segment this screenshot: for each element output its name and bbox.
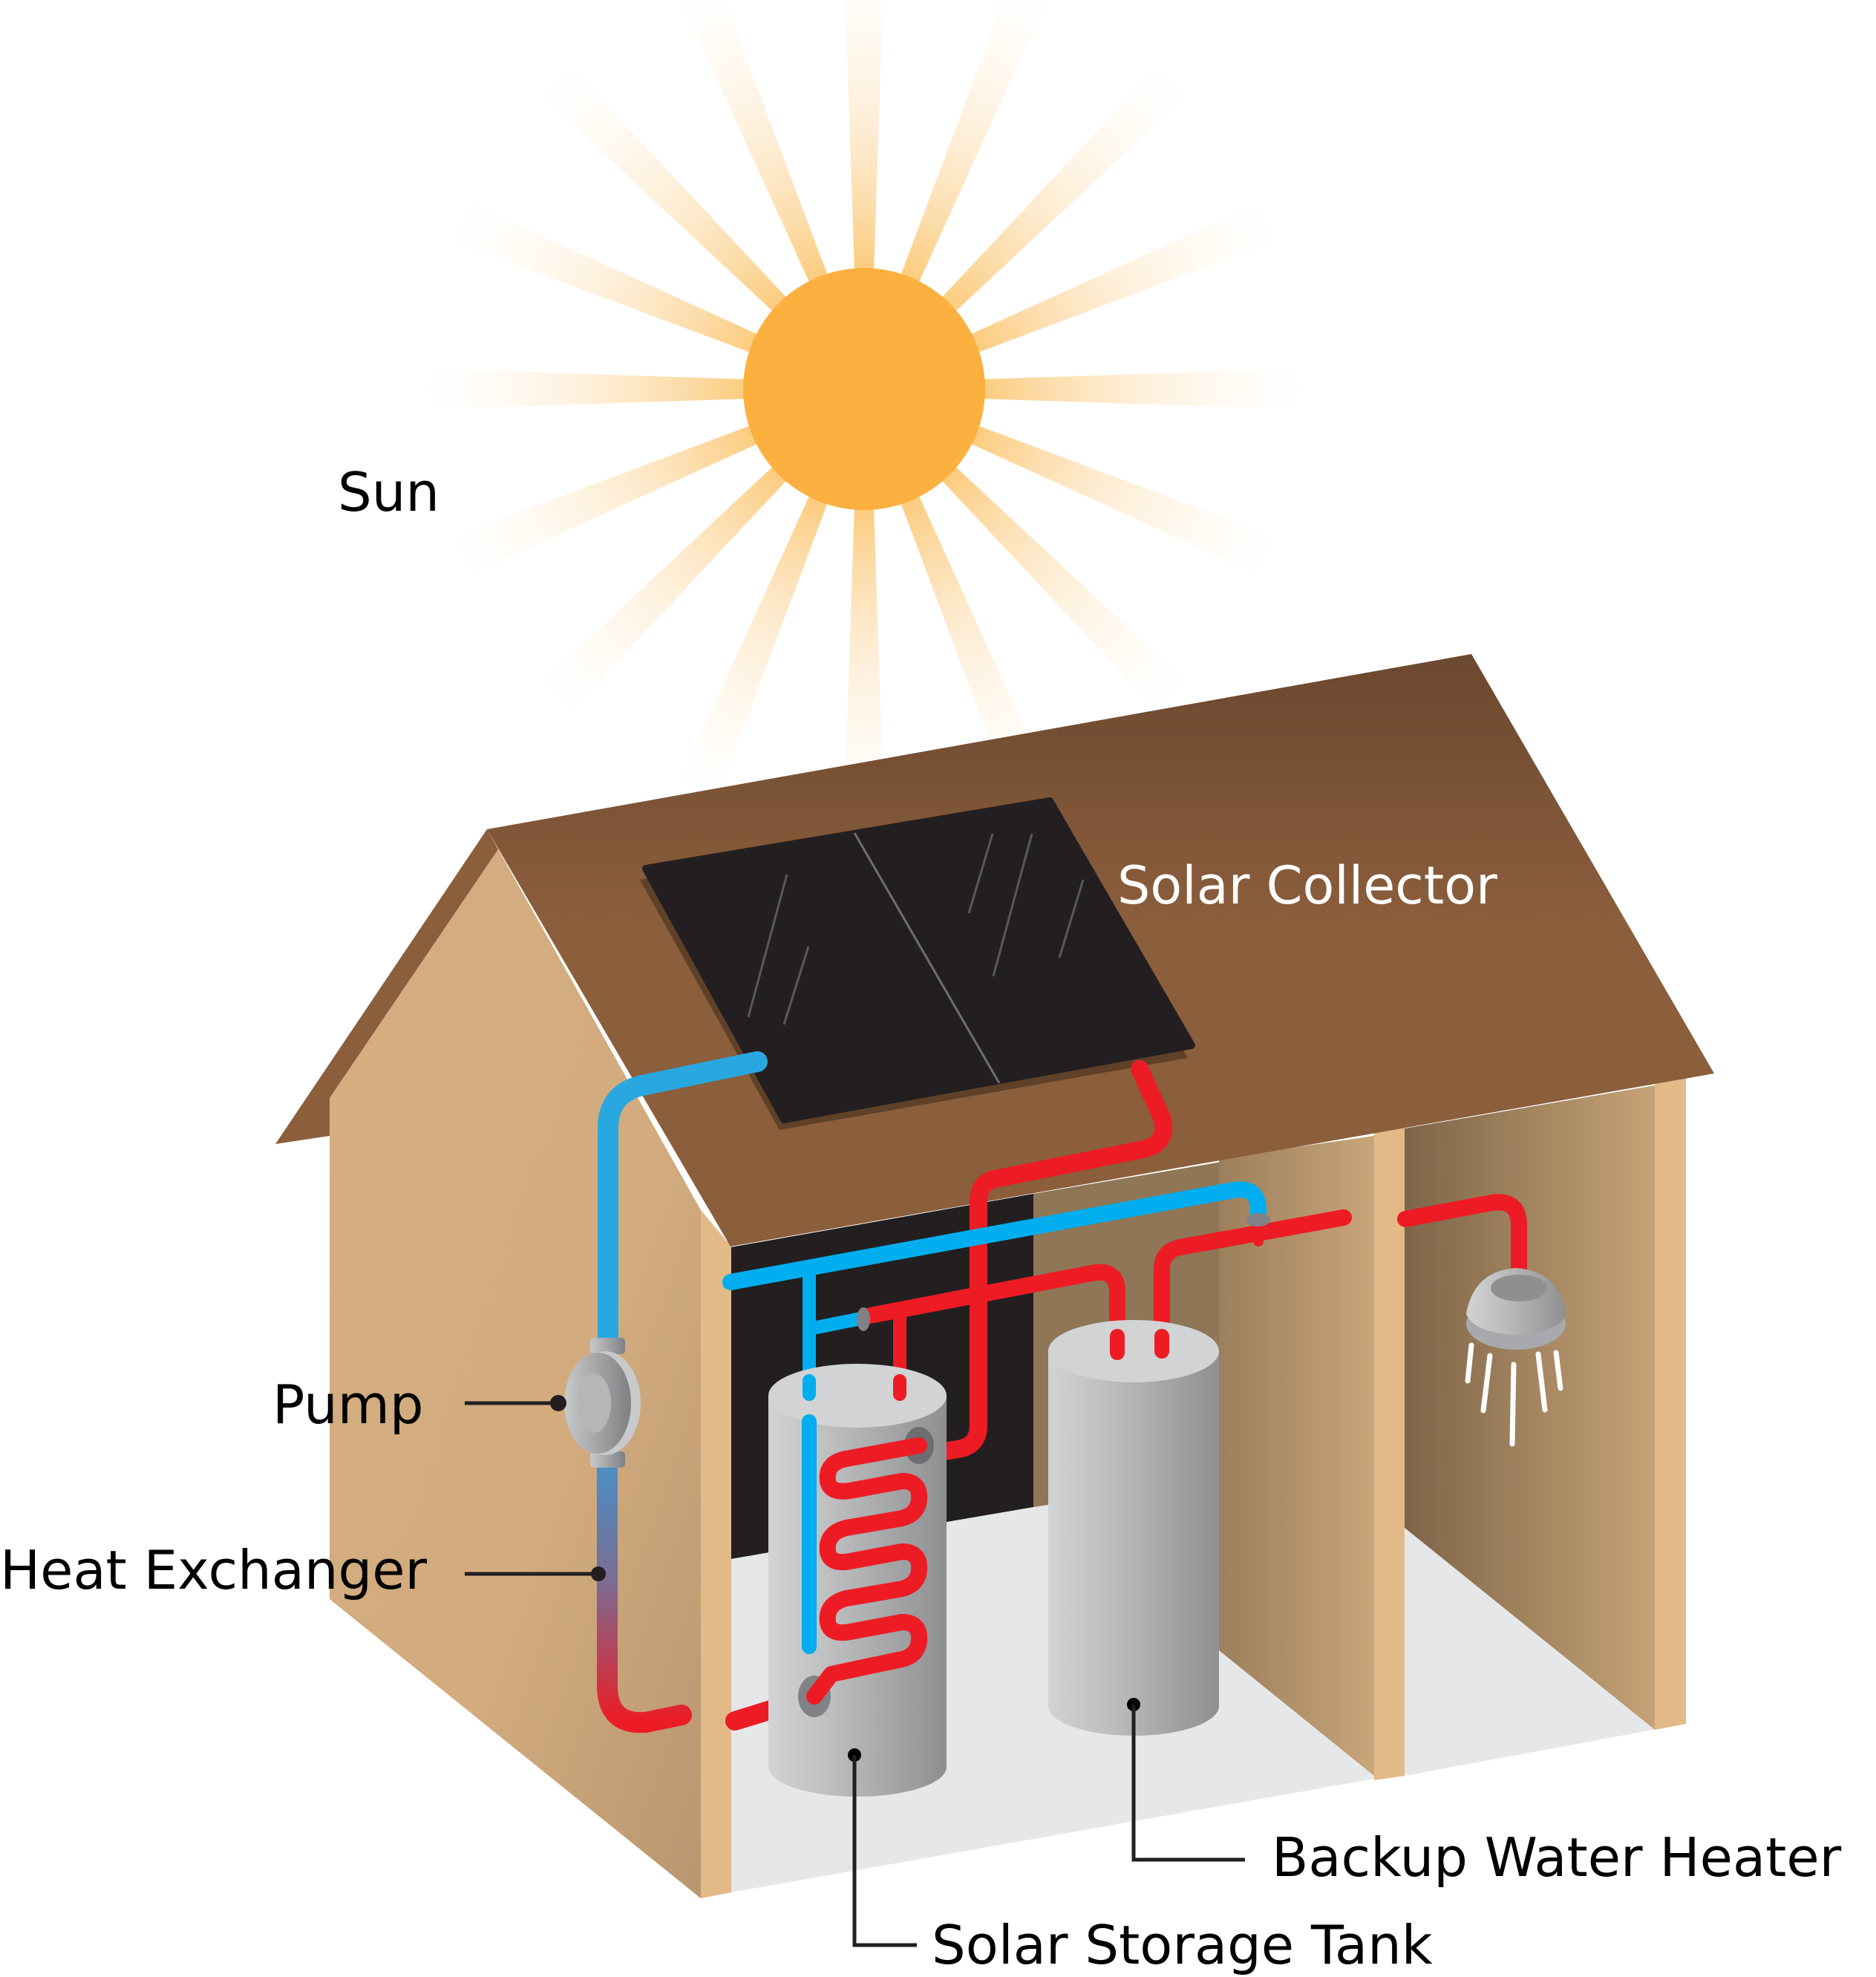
sun-ray <box>674 488 831 808</box>
sun-ray <box>843 500 885 834</box>
sun-ray <box>445 199 765 356</box>
front-post-left <box>701 1210 731 1898</box>
front-post-right <box>1655 1075 1686 1730</box>
cold-pipe-collector-return <box>598 1051 768 1350</box>
shower <box>1465 1268 1566 1447</box>
cold-main-pipe <box>722 1181 1267 1290</box>
cold-pipe-to-mixer <box>803 1312 868 1336</box>
heat-exchanger-dot <box>591 1566 606 1581</box>
sun-ray <box>963 422 1284 579</box>
pump-collar-bottom <box>590 1451 625 1468</box>
pump-cap <box>577 1373 611 1433</box>
sun <box>419 0 1310 834</box>
solar-collector <box>640 797 1195 1130</box>
sun-ray <box>419 368 754 410</box>
divider-wall-face <box>1219 1136 1374 1776</box>
shower-head-top <box>1491 1275 1547 1301</box>
solar-storage-tank <box>768 1364 947 1797</box>
sun-ray <box>535 59 793 318</box>
mixing-valve <box>857 1307 870 1331</box>
solar-collector-label: Solar Collector <box>1117 855 1497 916</box>
solar-panel-divider <box>853 832 1001 1084</box>
pump-collar-top <box>590 1338 625 1354</box>
sun-ray <box>898 0 1048 290</box>
tank-icon <box>1048 1351 1219 1736</box>
sun-ray <box>681 0 831 290</box>
pipes <box>597 1051 1527 1733</box>
hot-pipe-to-shower <box>1397 1194 1527 1287</box>
hot-pipe-storage-to-backup <box>862 1264 1125 1359</box>
sun-ray <box>935 460 1194 719</box>
tempering-valve <box>1246 1213 1270 1226</box>
backup-water-heater-label: Backup Water Heater <box>1272 1826 1842 1889</box>
backup-heater-leader <box>1131 1705 1245 1862</box>
solar-panel-icon <box>642 797 1195 1123</box>
sun-ray <box>898 488 1054 808</box>
water-spray <box>1465 1342 1563 1447</box>
sun-rays <box>419 0 1310 834</box>
hot-pipe-backup-outlet <box>1154 1209 1352 1359</box>
storage-tank-top <box>768 1364 947 1428</box>
storage-tank-leader <box>852 1755 917 1947</box>
right-room-back-wall <box>1405 1085 1655 1730</box>
backup-tank-top <box>1048 1320 1219 1382</box>
sun-ray <box>963 199 1284 356</box>
heat-exchanger-label: Heat Exchanger <box>0 1539 427 1601</box>
sun-ray <box>935 59 1194 318</box>
leader-lines <box>465 1401 1245 1947</box>
sun-icon <box>743 268 985 510</box>
sun-ray <box>445 422 765 579</box>
roof-gable-edge <box>275 829 498 1144</box>
sun-ray <box>975 368 1310 410</box>
sun-ray <box>535 460 793 719</box>
right-room-floor <box>1405 1528 1685 1776</box>
panel-glare <box>747 833 1085 1025</box>
solar-storage-tank-label: Solar Storage Tank <box>932 1914 1433 1976</box>
hot-pipe-from-collector <box>923 1060 1173 1463</box>
sun-label: Sun <box>338 461 439 523</box>
front-post-middle <box>1374 1127 1405 1780</box>
heat-exchanger-pipe <box>597 1456 692 1733</box>
heat-exchanger-coil-icon <box>806 1437 928 1705</box>
sun-ray <box>845 0 883 278</box>
pump <box>550 1338 641 1468</box>
pump-label: Pump <box>272 1373 424 1436</box>
backup-water-heater <box>1048 1320 1219 1736</box>
